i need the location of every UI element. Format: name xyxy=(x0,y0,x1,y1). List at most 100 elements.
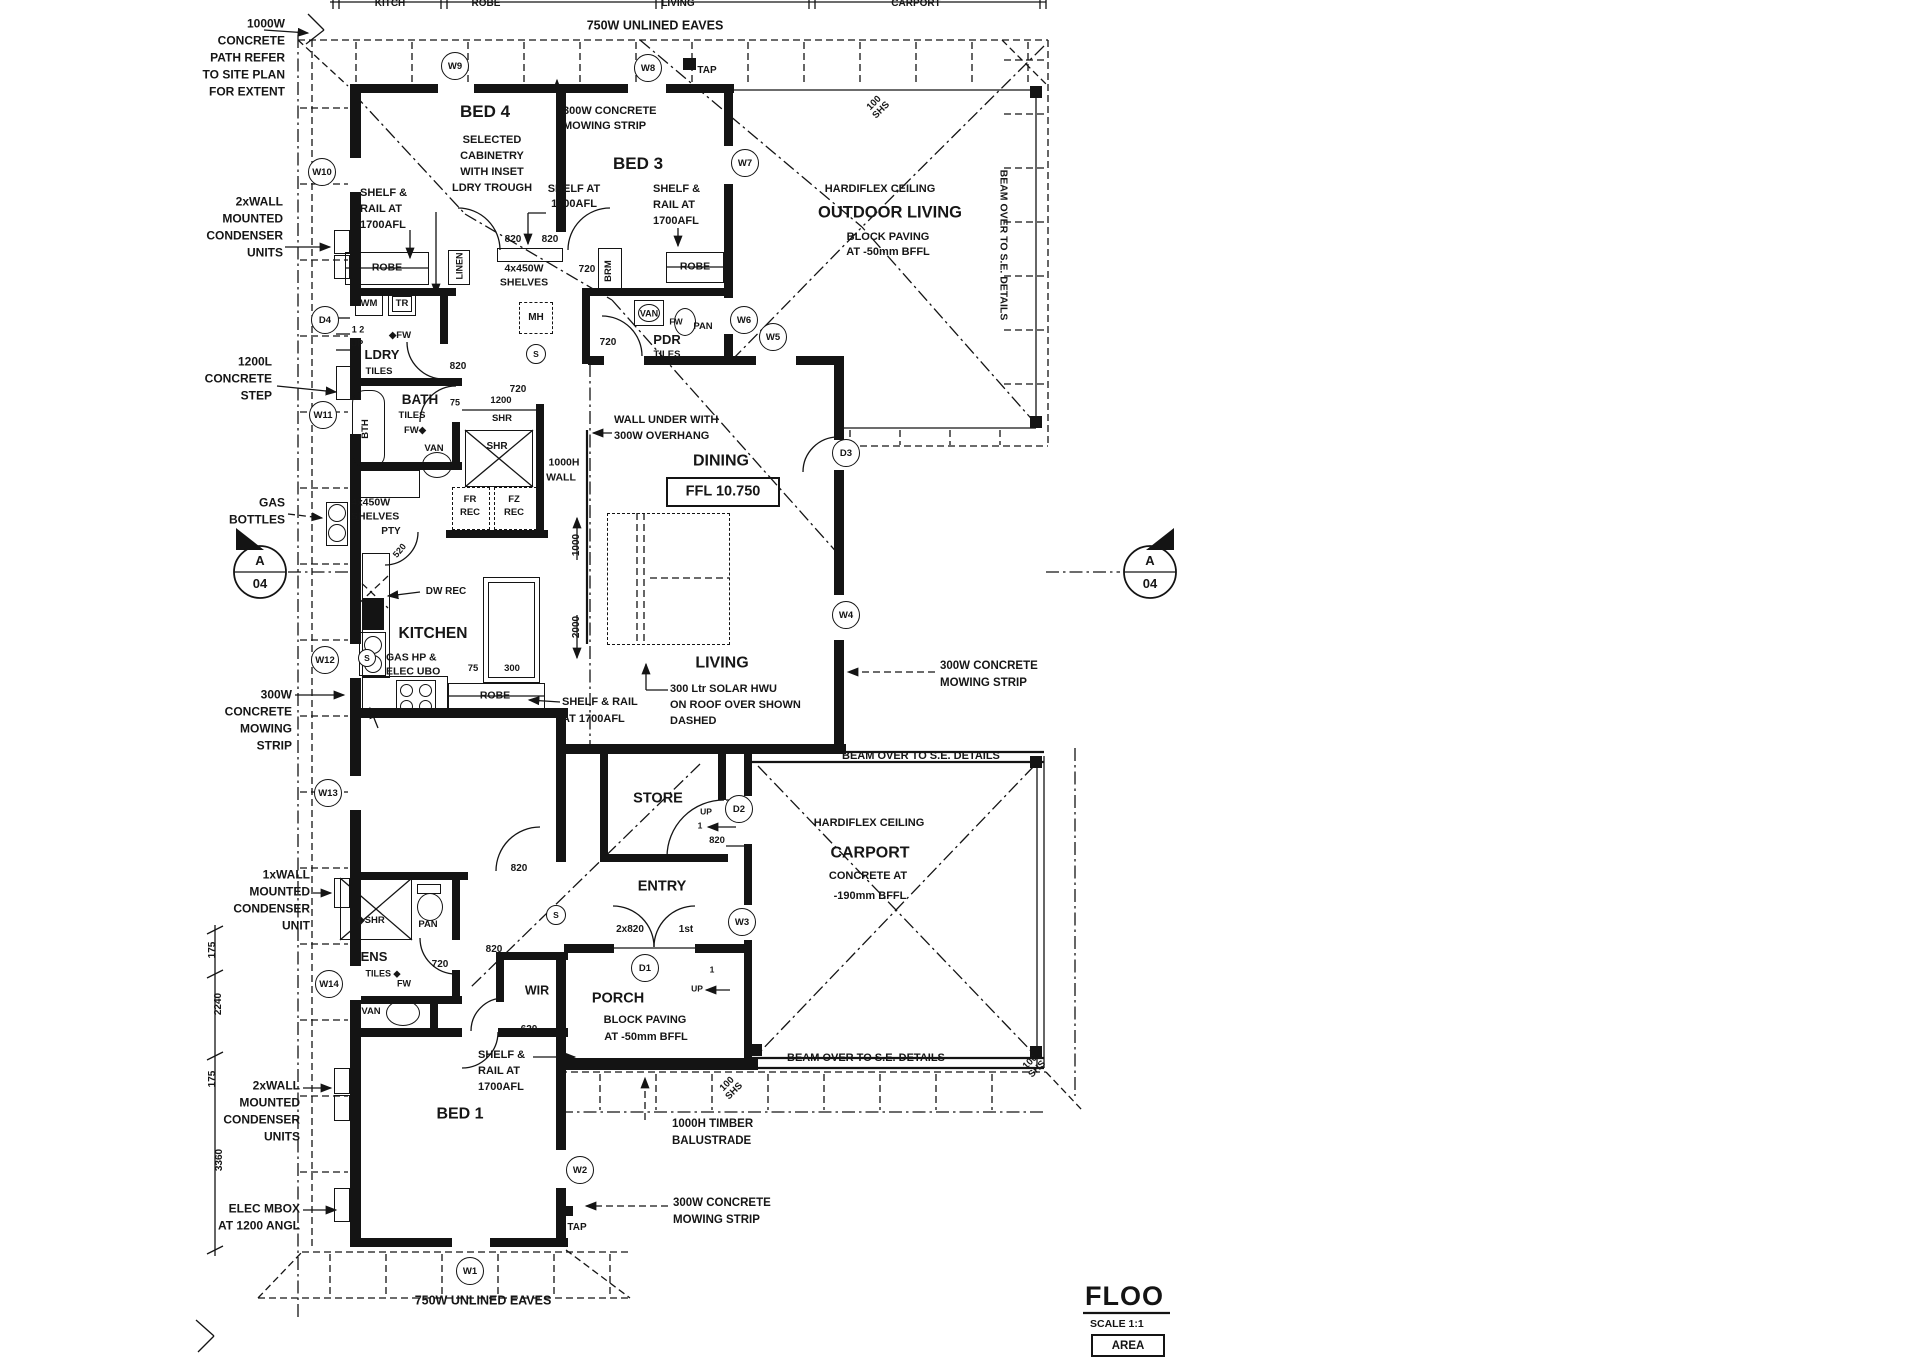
label-mowing-strip: MOWING STRIP xyxy=(563,120,647,133)
fixture xyxy=(483,577,540,683)
fixture xyxy=(666,252,724,283)
marker-w1-0: W1 xyxy=(456,1257,484,1285)
label-720: 720 xyxy=(431,958,449,970)
label-with-inset: WITH INSET xyxy=(460,166,524,179)
window-gap xyxy=(350,776,361,810)
label-rail-at: RAIL AT xyxy=(360,203,402,216)
label-dashed: DASHED xyxy=(670,715,717,728)
fixture xyxy=(362,598,384,630)
label-rec: REC xyxy=(459,507,481,519)
label-shelf: SHELF & xyxy=(653,183,701,196)
label-820: 820 xyxy=(510,862,528,874)
label-condenser: CONDENSER xyxy=(206,228,283,243)
label-tiles: TILES xyxy=(398,410,426,422)
wall xyxy=(350,708,568,718)
plan-line xyxy=(353,93,466,215)
label-wm: WM xyxy=(360,298,378,310)
label-2x820: 2x820 xyxy=(616,923,644,935)
window-gap xyxy=(350,306,361,338)
label-robe: ROBE xyxy=(471,0,501,9)
wall xyxy=(496,958,504,1002)
label-300w: 300W xyxy=(260,687,292,702)
label-shr: SHR xyxy=(491,413,513,425)
door-swing xyxy=(601,315,643,357)
marker-s-20: S xyxy=(358,649,376,667)
wall xyxy=(350,462,462,470)
marker-d1-14: D1 xyxy=(631,954,659,982)
label-1700afl: 1700AFL xyxy=(551,198,597,211)
wall xyxy=(564,944,614,953)
label-1700afl: 1700AFL xyxy=(360,219,406,232)
label-tap: TAP xyxy=(697,64,717,76)
label-shelves: SHELVES xyxy=(499,276,549,289)
plan-line xyxy=(639,39,863,228)
label-300w-concrete: 300W CONCRETE xyxy=(673,1196,771,1209)
fixture xyxy=(326,502,348,546)
fixture xyxy=(400,700,413,713)
fixture xyxy=(336,366,352,400)
plan-line xyxy=(1001,39,1049,87)
wall xyxy=(556,92,566,232)
marker-w8-7: W8 xyxy=(634,54,662,82)
wall xyxy=(556,1058,758,1070)
label-wir: WIR xyxy=(524,983,550,998)
plan-line xyxy=(861,45,1045,228)
fixture xyxy=(355,292,383,316)
label-to-site-plan: TO SITE PLAN xyxy=(202,67,285,82)
label-mounted: MOUNTED xyxy=(249,884,310,899)
label-bath: BATH xyxy=(401,391,439,407)
label-outdoor-living: OUTDOOR LIVING xyxy=(818,203,962,222)
label-3360: 3360 xyxy=(213,1148,225,1172)
fixture xyxy=(352,390,385,468)
window-gap xyxy=(556,1150,566,1188)
label-kitch: KITCH xyxy=(374,0,406,9)
wall xyxy=(600,752,608,862)
label-elec-ubo: ELEC UBO xyxy=(386,665,441,678)
label-1000w: 1000W xyxy=(246,16,285,31)
label-up: UP xyxy=(350,338,364,349)
plan-line xyxy=(464,213,613,301)
fixture xyxy=(352,470,420,498)
label-concrete: CONCRETE xyxy=(217,33,285,48)
label-1-2: 1 2 xyxy=(351,324,365,335)
marker-w6-5: W6 xyxy=(730,306,758,334)
fixture xyxy=(334,878,350,908)
label-175: 175 xyxy=(206,941,218,959)
label-rail-at: RAIL AT xyxy=(653,199,695,212)
plan-line xyxy=(565,1249,631,1299)
wall xyxy=(350,1028,462,1037)
label-store: STORE xyxy=(633,790,683,807)
plan-line xyxy=(206,969,224,979)
wall xyxy=(744,752,752,796)
wall xyxy=(744,844,752,906)
plan-line xyxy=(611,299,841,557)
fixture xyxy=(396,680,436,710)
label-units: UNITS xyxy=(264,1129,300,1144)
door-swing xyxy=(419,937,457,975)
window-gap xyxy=(452,1238,490,1247)
marker-w2-1: W2 xyxy=(566,1156,594,1184)
door-swing xyxy=(666,799,725,858)
fixture xyxy=(452,487,490,530)
label-mh: MH xyxy=(528,311,544,323)
label-unit: UNIT xyxy=(282,918,310,933)
plan-line xyxy=(305,29,325,45)
label-1xwall: 1xWALL xyxy=(262,867,310,882)
label-300w-concrete: 300W CONCRETE xyxy=(563,105,657,118)
label-mowing-strip: MOWING STRIP xyxy=(673,1213,760,1226)
marker-w14-13: W14 xyxy=(315,970,343,998)
label-mowing-strip: MOWING STRIP xyxy=(940,676,1027,689)
wall xyxy=(564,744,846,754)
window-gap xyxy=(756,356,796,365)
fixture xyxy=(448,683,545,709)
label-fw: FW xyxy=(397,978,411,989)
label-condenser: CONDENSER xyxy=(223,1112,300,1127)
label-entry: ENTRY xyxy=(637,878,687,895)
label-dining: DINING xyxy=(693,452,749,470)
label-fw: FW xyxy=(669,316,683,327)
window-gap xyxy=(724,146,733,184)
label-wall: WALL xyxy=(546,471,576,484)
label-shelf: SHELF & xyxy=(360,187,408,200)
fixture xyxy=(1030,756,1042,768)
